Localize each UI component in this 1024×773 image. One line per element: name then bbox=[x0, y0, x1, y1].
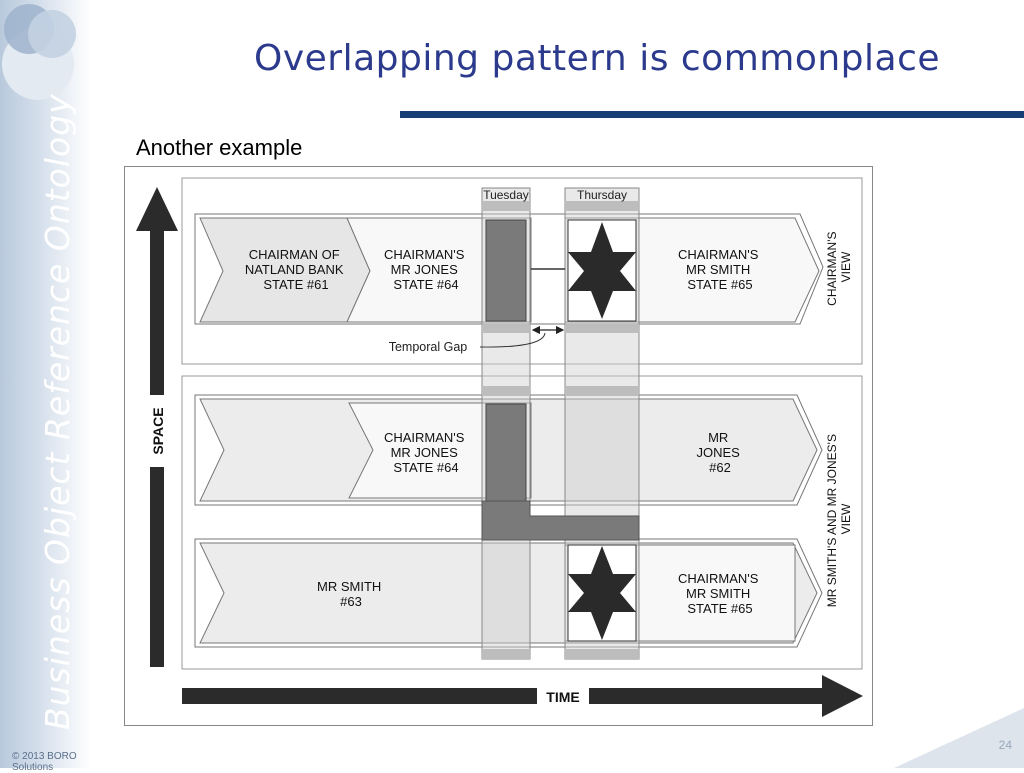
state-64-label-top: CHAIRMAN'S MR JONES STATE #64 bbox=[384, 247, 468, 292]
bottom-view-label: MR SMITH'S AND MR JONES'S VIEW bbox=[825, 431, 853, 608]
sidebar-decoration: Business Object Reference Ontology © 201… bbox=[0, 0, 92, 773]
top-view-label: CHAIRMAN'S VIEW bbox=[825, 228, 853, 306]
mr-smith-63-label: MR SMITH #63 bbox=[317, 579, 385, 609]
overlap-diagram: Tuesday Thursday Temporal Gap SPACE TIME… bbox=[136, 177, 863, 717]
corner-decoration bbox=[894, 708, 1024, 768]
chevron-jones-outer bbox=[194, 394, 823, 506]
chevron-state-64 bbox=[346, 217, 532, 323]
thursday-cap-top bbox=[565, 201, 639, 211]
page-number: 24 bbox=[998, 738, 1012, 752]
star-icon bbox=[568, 546, 636, 640]
slide-subtitle: Another example bbox=[136, 135, 303, 160]
thursday-cap-low bbox=[565, 386, 639, 396]
temporal-gap-label: Temporal Gap bbox=[389, 340, 468, 354]
tuesday-cap-low bbox=[482, 386, 530, 396]
slide-title: Overlapping pattern is commonplace bbox=[254, 38, 941, 79]
step-connector bbox=[481, 500, 640, 541]
state-61-label: CHAIRMAN OF NATLAND BANK STATE #61 bbox=[245, 247, 347, 292]
space-label: SPACE bbox=[150, 407, 166, 454]
tuesday-label: Tuesday bbox=[483, 188, 529, 202]
space-label-box bbox=[149, 395, 167, 467]
tuesday-cap-bottom bbox=[482, 649, 530, 659]
star-icon bbox=[568, 222, 636, 319]
temporal-gap-pointer bbox=[479, 332, 546, 348]
state-64-label-bottom: CHAIRMAN'S MR JONES STATE #64 bbox=[384, 430, 468, 475]
time-label-box bbox=[537, 687, 589, 705]
title-rule bbox=[400, 111, 1024, 118]
thursday-cap-mid bbox=[565, 324, 639, 333]
state-65-label-top: CHAIRMAN'S MR SMITH STATE #65 bbox=[678, 247, 762, 292]
time-axis-arrow bbox=[182, 675, 863, 717]
mr-jones-62-label: MR JONES #62 bbox=[697, 430, 744, 475]
tuesday-cap-top bbox=[482, 201, 530, 211]
state-65-label-bottom: CHAIRMAN'S MR SMITH STATE #65 bbox=[678, 571, 762, 616]
chevron-top-outer bbox=[194, 213, 824, 325]
diagram-frame: Tuesday Thursday Temporal Gap SPACE TIME… bbox=[124, 166, 873, 726]
jones-state-bar-bottom bbox=[485, 403, 527, 502]
jones-state-bar-top bbox=[485, 219, 527, 322]
chevron-smith-outer bbox=[194, 538, 823, 648]
sidebar-title: Business Object Reference Ontology bbox=[38, 93, 77, 730]
copyright: © 2013 BORO Solutions bbox=[12, 751, 77, 773]
tuesday-cap-mid bbox=[482, 324, 530, 333]
thursday-label: Thursday bbox=[577, 188, 627, 202]
time-label: TIME bbox=[546, 689, 579, 705]
decor-circle bbox=[28, 10, 76, 58]
thursday-cap-bottom bbox=[565, 649, 639, 659]
